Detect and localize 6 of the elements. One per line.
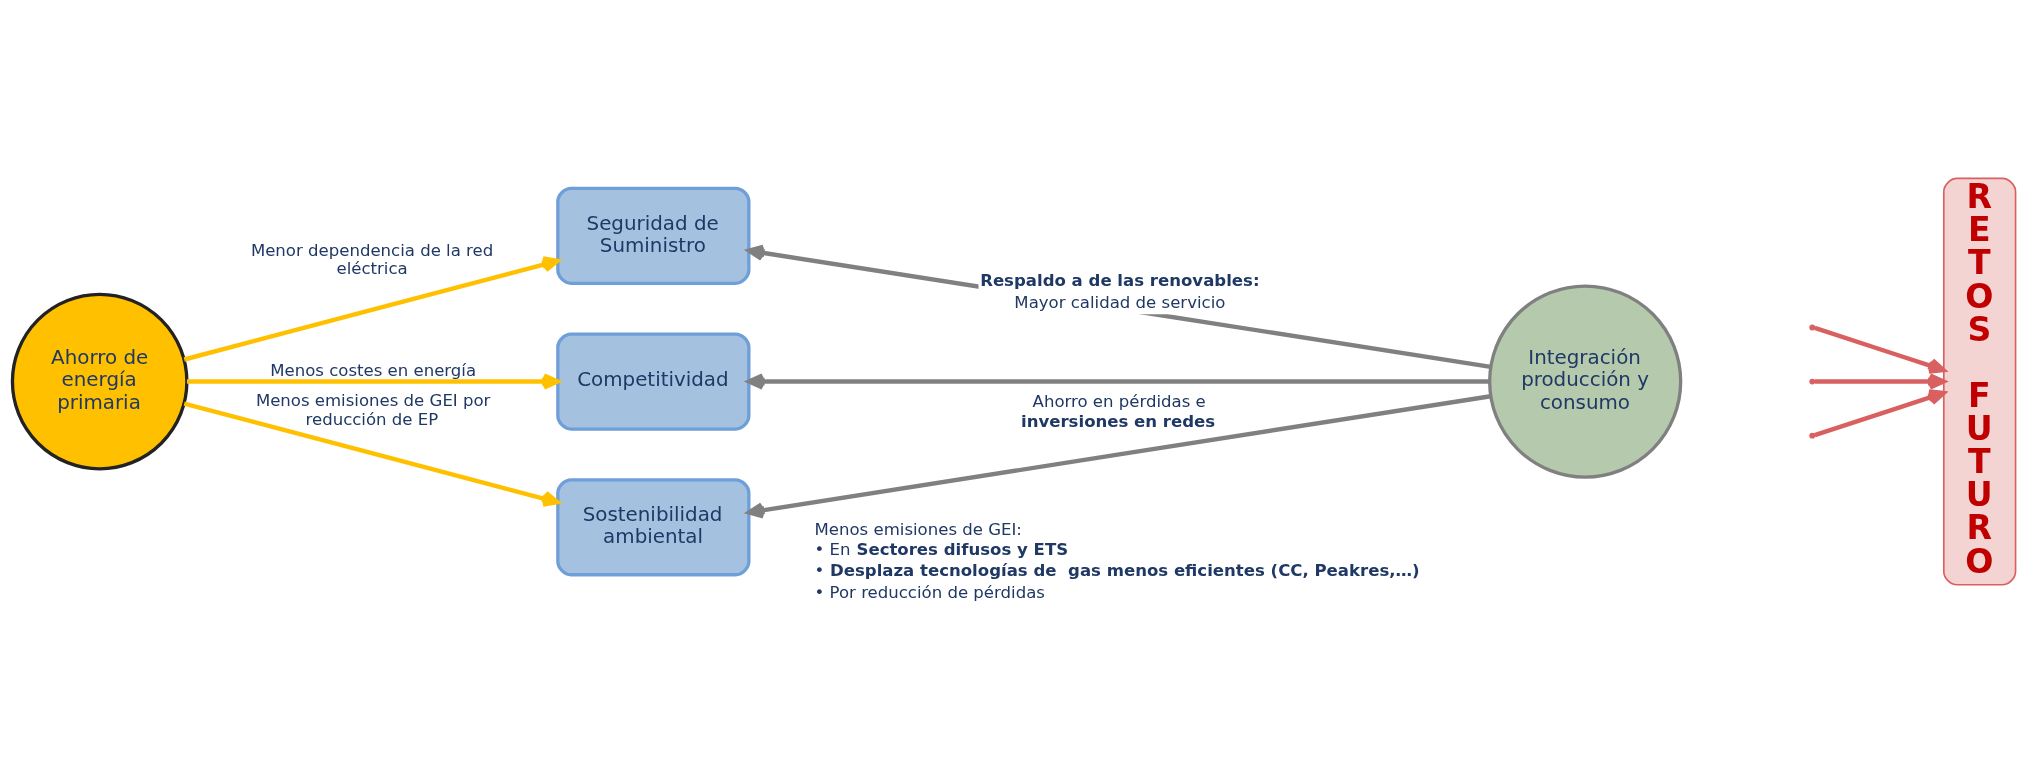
edge-label: Respaldo a de las renovables: Mayor calidad de servicio (980, 270, 1260, 312)
edge-label: Ahorro en pérdidas e inversiones en redes (1021, 391, 1216, 431)
edge-label: Menos emisiones de GEI: • En Sectores difusos y ETS • Desplaza tecnologías de gas menos eficientes (CC, Peakres,…) • Por reducción de pérdidas (814, 520, 1420, 602)
edge-label: Menos emisiones de GEI por reducción de EP (255, 390, 491, 429)
edge-label: Menos costes en energía (270, 361, 477, 381)
edge-label: Menor dependencia de la red eléctrica (250, 240, 494, 279)
